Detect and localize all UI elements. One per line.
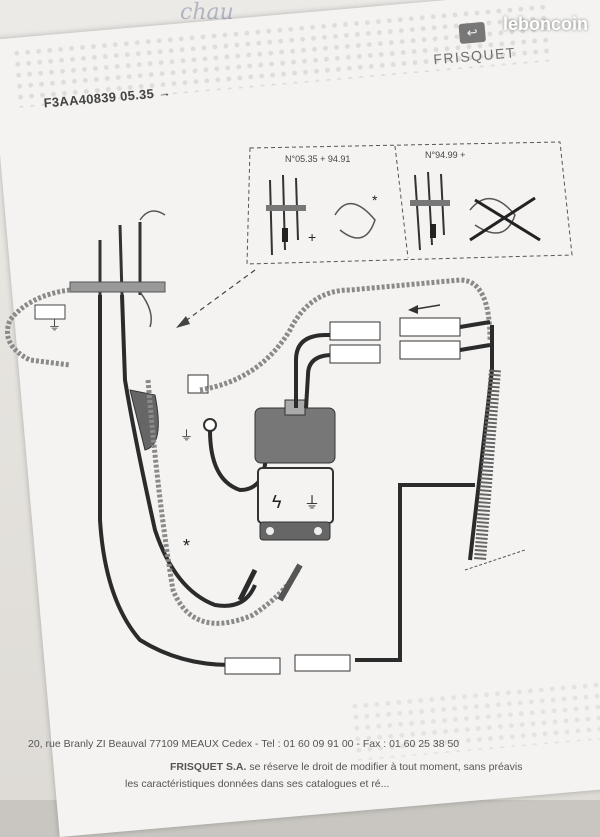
ignition-transformer: ϟ ⏚	[254, 399, 336, 541]
footer-rights-text: se réserve le droit de modifier à tout m…	[246, 761, 523, 773]
wiring-diagram: N°05.35 + 94.91 N°94.99 + + * ⏚	[5, 141, 573, 675]
inset-right-label: N°94.99 +	[425, 150, 465, 160]
pointer-arrow	[179, 269, 256, 326]
ground-symbol-left: ⏚	[48, 318, 61, 333]
wire-braid-lower	[145, 379, 301, 626]
lightning-icon: ϟ	[272, 492, 282, 512]
footer-address: 20, rue Branly ZI Beauval 77109 MEAUX Ce…	[28, 738, 460, 750]
inset-variant-box: N°05.35 + 94.91 N°94.99 + + *	[246, 141, 573, 265]
ground-symbol-center: ⏚	[180, 428, 193, 443]
wire-lower-right	[355, 483, 475, 662]
inset-left-label: N°05.35 + 94.91	[285, 154, 350, 164]
footer-rights: FRISQUET S.A. se réserve le droit de mod…	[170, 761, 600, 773]
electrode-assembly	[69, 210, 166, 328]
footer-company: FRISQUET S.A.	[170, 761, 247, 773]
ground-braid-left	[5, 287, 71, 368]
connector-pair-top	[329, 304, 491, 364]
footer-catalog: les caractéristiques données dans ses ca…	[125, 778, 390, 790]
wire-left-main	[98, 295, 231, 667]
wire-sleeve	[129, 389, 159, 451]
inset-plus-sign: +	[308, 229, 316, 245]
star-marker: *	[183, 536, 190, 556]
braid-top	[199, 277, 493, 393]
wire-middle	[120, 294, 257, 608]
leboncoin-watermark: leboncoin	[503, 14, 588, 34]
ground-icon: ⏚	[304, 494, 320, 512]
inset-star-sign: *	[372, 192, 378, 208]
